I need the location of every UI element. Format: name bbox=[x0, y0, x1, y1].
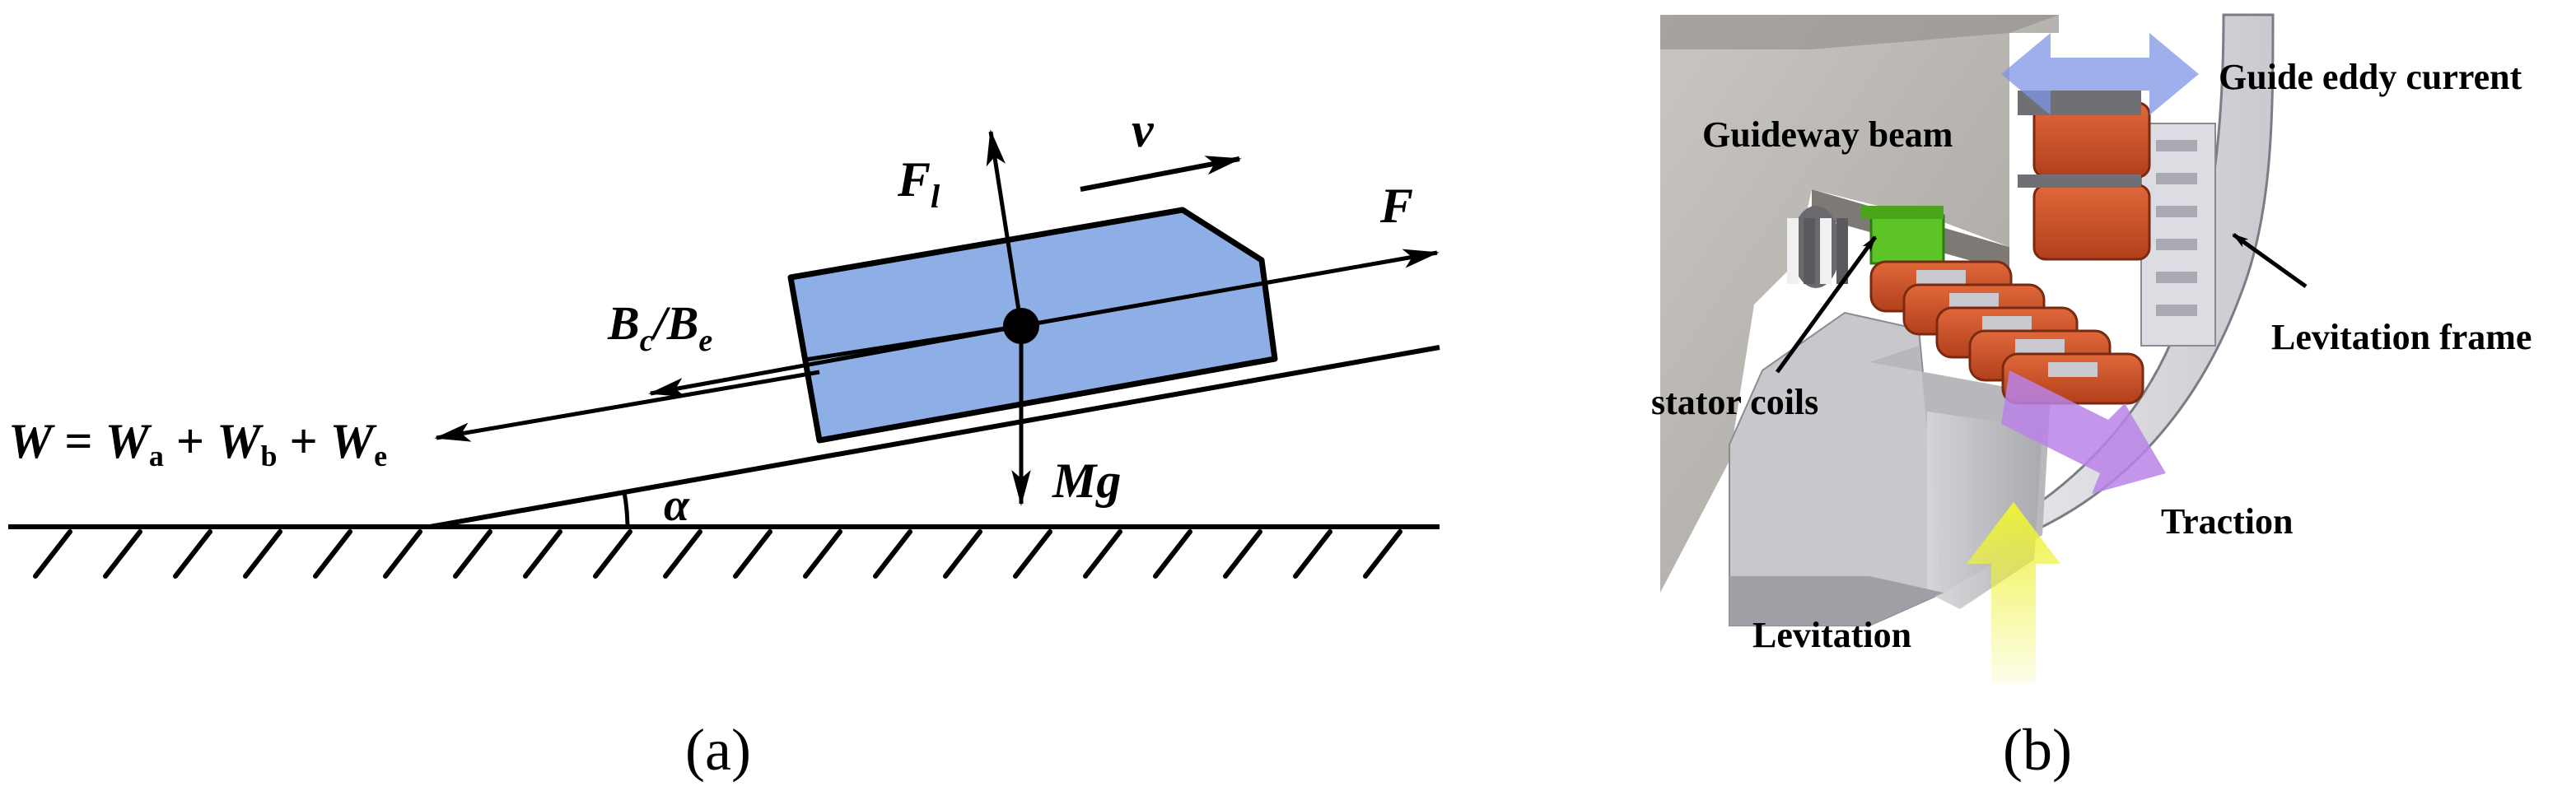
ground-hatch bbox=[1013, 529, 1052, 579]
stator-coils bbox=[1869, 260, 2144, 405]
ground-hatch bbox=[173, 529, 212, 579]
ground-hatch bbox=[313, 529, 352, 579]
guideway-beam bbox=[1660, 15, 2059, 593]
lift-force-label: Fl bbox=[897, 152, 940, 215]
velocity-label: v bbox=[1132, 103, 1155, 157]
ground-hatch bbox=[243, 529, 282, 579]
guide-coils bbox=[2018, 91, 2151, 261]
ground-hatch bbox=[593, 529, 632, 579]
frame-slot bbox=[2156, 173, 2197, 184]
resistance-equation-label: W = Wa + Wb + We bbox=[8, 414, 387, 472]
levitation-arrow bbox=[1967, 502, 2060, 683]
resistance-force-arrow bbox=[434, 370, 820, 442]
ground-hatch bbox=[1153, 529, 1192, 579]
levitation-frame-pointer bbox=[2232, 232, 2308, 289]
brake-force-label: Bc/Be bbox=[607, 296, 712, 358]
levitation-label: Levitation bbox=[1752, 615, 1911, 655]
frame-slot bbox=[2156, 206, 2197, 217]
panel-b-caption: (b) bbox=[2003, 717, 2072, 783]
traction-arrow bbox=[2001, 370, 2166, 494]
frame-slot bbox=[2156, 305, 2197, 316]
guideway-beam-label: Guideway beam bbox=[1702, 114, 1953, 155]
panel-b-illustration: Guide eddy current Guideway beam Levitat… bbox=[1651, 13, 2532, 783]
guide-eddy-current-arrow bbox=[2001, 33, 2199, 115]
ground-hatch bbox=[1363, 529, 1402, 579]
ground-hatch bbox=[1083, 529, 1122, 579]
ground-hatch bbox=[663, 529, 702, 579]
striped-component bbox=[1787, 206, 1848, 288]
stator-coils-label: stator coils bbox=[1651, 382, 1818, 422]
frame-slot bbox=[2156, 239, 2197, 250]
velocity-arrow bbox=[1080, 156, 1242, 192]
levitation-frame-label: Levitation frame bbox=[2271, 317, 2532, 357]
ground-hatch bbox=[453, 529, 492, 579]
ground-hatch bbox=[803, 529, 842, 579]
frame-slot bbox=[2156, 272, 2197, 283]
stator-coils-pointer bbox=[1775, 235, 1878, 374]
ground bbox=[8, 524, 1440, 579]
traction-force-arrow bbox=[1020, 249, 1440, 328]
incline-line bbox=[429, 345, 1440, 529]
traction-label: Traction bbox=[2161, 501, 2294, 542]
ground-hatch bbox=[523, 529, 562, 579]
ground-hatch bbox=[873, 529, 912, 579]
center-of-mass bbox=[1003, 308, 1039, 344]
lift-force-arrow bbox=[986, 129, 1024, 327]
guide-eddy-current-label: Guide eddy current bbox=[2219, 57, 2522, 97]
brake-force-arrow bbox=[648, 323, 1022, 398]
traction-force-label: F bbox=[1379, 179, 1413, 233]
ground-hatch bbox=[733, 529, 772, 579]
gravity-label: Mg bbox=[1052, 454, 1121, 508]
ground-hatch bbox=[1223, 529, 1262, 579]
ground-hatch bbox=[383, 529, 422, 579]
ground-hatch bbox=[943, 529, 982, 579]
ground-hatch bbox=[33, 529, 72, 579]
panel-a-caption: (a) bbox=[685, 717, 751, 783]
frame-slot bbox=[2156, 140, 2197, 151]
angle-label: α bbox=[664, 480, 690, 531]
ground-hatch bbox=[1293, 529, 1332, 579]
ground-hatch bbox=[103, 529, 142, 579]
panel-a-diagram: Fl v F Bc/Be W = Wa + Wb + We Mg α (a) bbox=[8, 103, 1440, 783]
green-magnet bbox=[1869, 214, 1945, 265]
angle-arc bbox=[622, 491, 630, 528]
